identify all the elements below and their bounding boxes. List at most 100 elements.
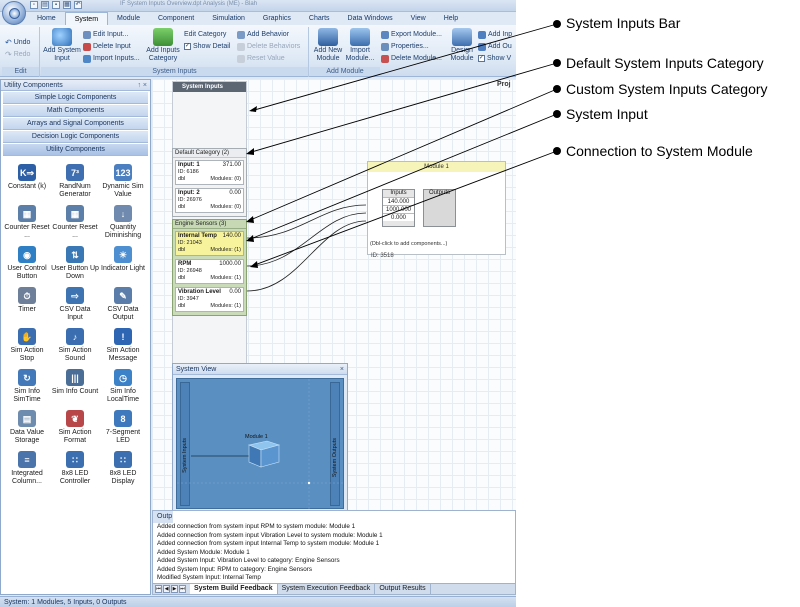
- tab-simulation[interactable]: Simulation: [212, 15, 245, 22]
- system-input-1[interactable]: Input: 1 371.00 ID: 6186 dbl Modules: (0…: [175, 160, 244, 185]
- tab-charts[interactable]: Charts: [308, 15, 330, 22]
- component-item[interactable]: ♪Sim Action Sound: [51, 325, 99, 366]
- next-tab-icon[interactable]: ▶: [171, 585, 178, 593]
- category-utility[interactable]: Utility Components: [3, 144, 148, 156]
- category-decision-logic[interactable]: Decision Logic Components: [3, 131, 148, 143]
- module-outputs-block[interactable]: Outputs: [423, 189, 456, 227]
- first-tab-icon[interactable]: ⏮: [155, 585, 162, 593]
- panel-pin-close-icon[interactable]: ↑ ×: [137, 82, 147, 89]
- category-arrays-signal[interactable]: Arrays and Signal Components: [3, 118, 148, 130]
- component-item[interactable]: ∷8x8 LED Controller: [51, 448, 99, 489]
- ribbon-tabs: Home System Module Component Simulation …: [28, 12, 467, 25]
- tab-system[interactable]: System: [64, 12, 109, 25]
- tab-graphics[interactable]: Graphics: [262, 15, 291, 22]
- tab-output-results[interactable]: Output Results: [375, 584, 431, 594]
- tab-module[interactable]: Module: [117, 15, 140, 22]
- category-simple-logic[interactable]: Simple Logic Components: [3, 92, 148, 104]
- utility-components-panel: Utility Components ↑ × Simple Logic Comp…: [0, 79, 151, 595]
- output-pane-header: Outp: [153, 511, 173, 523]
- design-module-button[interactable]: Design Module: [449, 28, 475, 63]
- open-file-icon[interactable]: ▤: [41, 1, 49, 9]
- component-item[interactable]: K⇒Constant (k): [3, 161, 51, 202]
- component-item[interactable]: ✎CSV Data Output: [99, 284, 147, 325]
- callout-connection: Connection to System Module: [566, 143, 753, 159]
- edit-category-button[interactable]: Edit Category: [184, 31, 227, 38]
- system-input-vibration-level[interactable]: Vibration Level 0.00 ID: 3947 dbl Module…: [175, 287, 244, 312]
- system-input-2[interactable]: Input: 2 0.00 ID: 26976 dbl Modules: (0): [175, 188, 244, 213]
- component-item[interactable]: ≡Integrated Column...: [3, 448, 51, 489]
- tab-component[interactable]: Component: [158, 15, 195, 22]
- ribbon-group-edit: ↶Undo ↷Redo Edit: [2, 27, 40, 77]
- module-hint: (Dbl-click to add components...): [370, 241, 448, 247]
- undo-button[interactable]: ↶Undo: [5, 38, 31, 47]
- add-system-input-button[interactable]: Add System Input: [43, 28, 81, 63]
- tab-help[interactable]: Help: [443, 15, 459, 22]
- system-input-internal-temp[interactable]: Internal Temp 140.00 ID: 21043 dbl Modul…: [175, 231, 244, 256]
- import-module-button[interactable]: Import Module...: [344, 28, 376, 63]
- component-item[interactable]: ⇨CSV Data Input: [51, 284, 99, 325]
- component-item[interactable]: ↓Quantity Diminishing: [99, 202, 147, 243]
- component-label: Data Value Storage: [9, 429, 45, 444]
- tab-home[interactable]: Home: [37, 15, 56, 22]
- application-menu-button[interactable]: [2, 1, 26, 25]
- tab-data-windows[interactable]: Data Windows: [347, 15, 393, 22]
- add-new-module-button[interactable]: Add New Module: [312, 28, 344, 63]
- edit-input-button[interactable]: Edit Input...: [83, 29, 128, 40]
- component-item[interactable]: ☀Indicator Light: [99, 243, 147, 284]
- csv-input-icon: ⇨: [66, 287, 84, 304]
- properties-button[interactable]: Properties...: [381, 41, 429, 52]
- system-module[interactable]: Module 1 Inputs 140.000 1000.000 0.000 O…: [367, 161, 506, 255]
- component-item[interactable]: ◉User Control Button: [3, 243, 51, 284]
- component-item[interactable]: ▦Counter Reset ...: [51, 202, 99, 243]
- prev-tab-icon[interactable]: ◀: [163, 585, 170, 593]
- component-item[interactable]: ◷Sim Info LocalTime: [99, 366, 147, 407]
- component-item[interactable]: |||Sim Info Count: [51, 366, 99, 407]
- component-item[interactable]: ⇅User Button Up Down: [51, 243, 99, 284]
- component-item[interactable]: ⏱Timer: [3, 284, 51, 325]
- default-inputs-category[interactable]: Default Category (2) Input: 1 371.00 ID:…: [172, 148, 247, 217]
- component-item[interactable]: ❦Sim Action Format: [51, 407, 99, 448]
- add-inputs-category-button[interactable]: Add Inputs Category: [144, 28, 182, 63]
- add-input-button[interactable]: Add Inp: [478, 29, 512, 40]
- add-behavior-button[interactable]: Add Behavior: [237, 29, 289, 40]
- system-view-canvas[interactable]: System Inputs System Outputs Module 1: [176, 378, 345, 510]
- component-item[interactable]: ▤Data Value Storage: [3, 407, 51, 448]
- import-inputs-button[interactable]: Import Inputs...: [83, 53, 140, 64]
- delete-module-button[interactable]: Delete Module...: [381, 53, 442, 64]
- delete-input-button[interactable]: Delete Input: [83, 41, 131, 52]
- redo-button[interactable]: ↷Redo: [5, 50, 31, 59]
- add-output-button[interactable]: Add Ou: [478, 41, 512, 52]
- component-item[interactable]: ▦Counter Reset ...: [3, 202, 51, 243]
- timer-icon: ⏱: [18, 287, 36, 304]
- reset-value-button[interactable]: Reset Value: [237, 53, 285, 64]
- last-tab-icon[interactable]: ⏭: [179, 585, 186, 593]
- tab-system-build-feedback[interactable]: System Build Feedback: [190, 584, 278, 594]
- module-input-value: 1000.000: [383, 205, 414, 213]
- tab-view[interactable]: View: [410, 15, 426, 22]
- component-label: Counter Reset ...: [4, 224, 50, 239]
- show-values-checkbox[interactable]: ✓Show V: [478, 55, 512, 62]
- component-item[interactable]: ∷8x8 LED Display: [99, 448, 147, 489]
- ribbon: ↶Undo ↷Redo Edit Add System Input Edit I…: [0, 25, 516, 77]
- show-detail-checkbox[interactable]: ✓Show Detail: [184, 43, 231, 50]
- component-item[interactable]: !Sim Action Message: [99, 325, 147, 366]
- export-module-button[interactable]: Export Module...: [381, 29, 442, 40]
- callout-dot: [553, 20, 561, 28]
- delete-behaviors-button[interactable]: Delete Behaviors: [237, 41, 300, 52]
- component-label: Counter Reset ...: [52, 224, 98, 239]
- module-inputs-block[interactable]: Inputs 140.000 1000.000 0.000: [382, 189, 415, 227]
- system-input-rpm[interactable]: RPM 1000.00 ID: 26948 dbl Modules: (1): [175, 259, 244, 284]
- tab-system-execution-feedback[interactable]: System Execution Feedback: [278, 584, 376, 594]
- undo-quick-icon[interactable]: ↶: [74, 1, 82, 9]
- close-icon[interactable]: ×: [339, 366, 344, 373]
- category-math[interactable]: Math Components: [3, 105, 148, 117]
- save-icon[interactable]: ▪: [52, 1, 60, 9]
- component-item[interactable]: ✋Sim Action Stop: [3, 325, 51, 366]
- component-item[interactable]: ↻Sim Info SimTime: [3, 366, 51, 407]
- custom-inputs-category[interactable]: Engine Sensors (3) Internal Temp 140.00 …: [172, 219, 247, 316]
- print-icon[interactable]: ▦: [63, 1, 71, 9]
- new-file-icon[interactable]: ▫: [30, 1, 38, 9]
